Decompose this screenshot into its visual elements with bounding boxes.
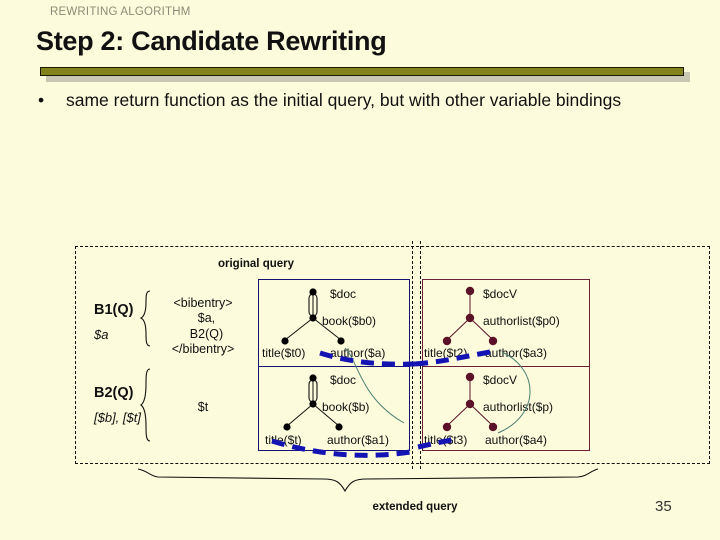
tree-l2-root-label: $doc: [330, 373, 357, 387]
tree-l2-leafright-label: author($a1): [327, 433, 390, 447]
tree-l2-child-label: book($b): [322, 400, 370, 414]
rewritten-query-box-divider: [423, 366, 589, 367]
bullet-item: • same return function as the initial qu…: [38, 88, 668, 113]
block-b1-name: B1(Q): [94, 302, 134, 318]
original-query-box-divider: [259, 366, 409, 367]
divider-dashed-a: [412, 241, 413, 469]
block-b2-variable: [$b], [$t]: [94, 410, 141, 425]
label-original-query: original query: [217, 258, 295, 270]
tree-r1-root-label: $docV: [483, 287, 518, 301]
tree-l1-child-label: book($b0): [322, 314, 377, 328]
brace-extended-query: [137, 468, 599, 493]
tree-r1-leafleft-label: title($t2): [424, 346, 468, 360]
tree-r2-leafleft-label: title($t3): [424, 433, 468, 447]
block-b1-body: <bibentry> $a, B2(Q) </bibentry>: [171, 296, 235, 356]
original-query-region: [75, 246, 710, 464]
slide-eyebrow: REWRITING ALGORITHM: [50, 6, 191, 18]
tree-r2-root-label: $docV: [483, 373, 518, 387]
rewritten-query-box: [422, 279, 590, 451]
divider-dashed-b: [420, 241, 421, 469]
label-extended-query: extended query: [372, 501, 458, 513]
page-title: Step 2: Candidate Rewriting: [36, 26, 387, 56]
tree-l1-leafright-label: author($a): [330, 346, 386, 360]
block-b2: B2(Q) [$b], [$t]: [94, 385, 141, 425]
original-query-box: [258, 279, 410, 451]
tree-l1-leafleft-label: title($t0): [262, 346, 306, 360]
title-rule: [40, 67, 684, 76]
block-b2-body: $t: [197, 400, 209, 414]
tree-r2-child-label: authorlist($p): [483, 400, 554, 414]
tree-r2-leafright-label: author($a4): [485, 433, 548, 447]
block-b2-name: B2(Q): [94, 385, 134, 401]
rewriting-diagram: original query B1(Q) $a B2(Q) [$b], [$t]…: [0, 230, 720, 540]
page-number: 35: [655, 498, 672, 515]
tree-l1-root-label: $doc: [330, 287, 357, 301]
tree-r1-child-label: authorlist($p0): [483, 314, 560, 328]
bullet-text: same return function as the initial quer…: [66, 90, 622, 110]
block-b1: B1(Q) $a: [94, 302, 133, 342]
title-rule-shadow: [46, 72, 690, 82]
block-b1-variable: $a: [94, 327, 109, 342]
tree-l2-leafleft-label: title($t): [265, 433, 302, 447]
bullet-marker: •: [38, 90, 45, 110]
tree-r1-leafright-label: author($a3): [485, 346, 548, 360]
